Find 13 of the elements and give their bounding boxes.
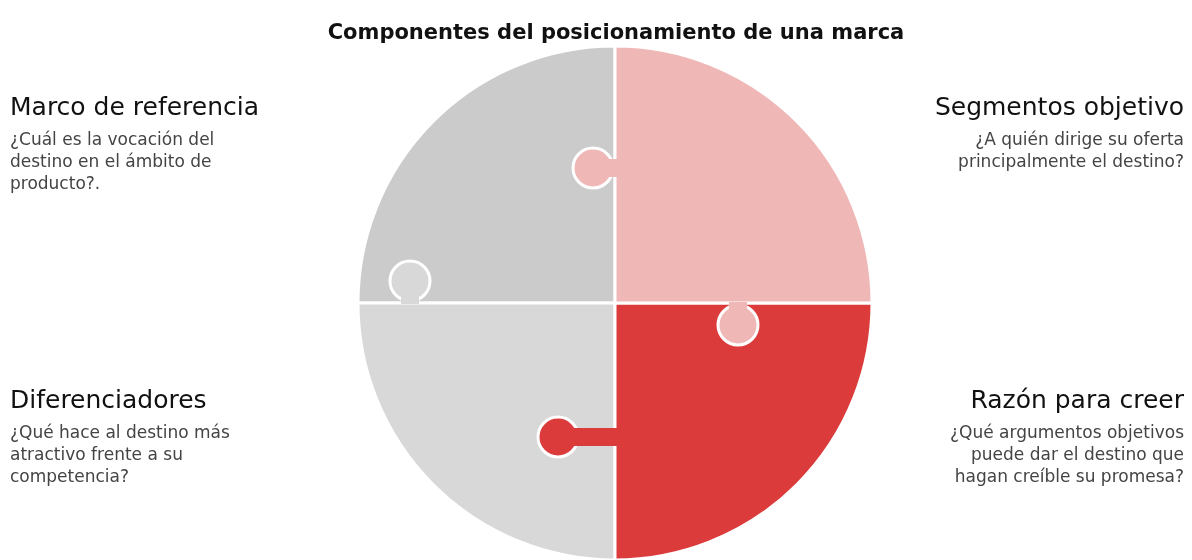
- heading: Marco de referencia: [10, 92, 260, 121]
- puzzle-piece: [571, 44, 874, 347]
- description: ¿Qué hace al destino más atractivo frente a su competencia?: [10, 421, 231, 487]
- heading: Diferenciadores: [10, 385, 207, 414]
- heading: Segmentos objetivo: [934, 92, 1184, 121]
- puzzle-piece: [536, 301, 874, 560]
- description: ¿A quién dirige su oferta principalmente el destino?: [957, 128, 1184, 172]
- title: Componentes del posicionamiento de una marca: [326, 20, 906, 44]
- puzzle-piece: [356, 44, 617, 305]
- heading: Razón para creer: [970, 385, 1184, 414]
- description: ¿Cuál es la vocación del destino en el ámbito de producto?.: [10, 128, 216, 194]
- puzzle-piece: [356, 259, 617, 560]
- description: ¿Qué argumentos objetivos puede dar el destino que hagan creíble su promesa?: [949, 421, 1184, 487]
